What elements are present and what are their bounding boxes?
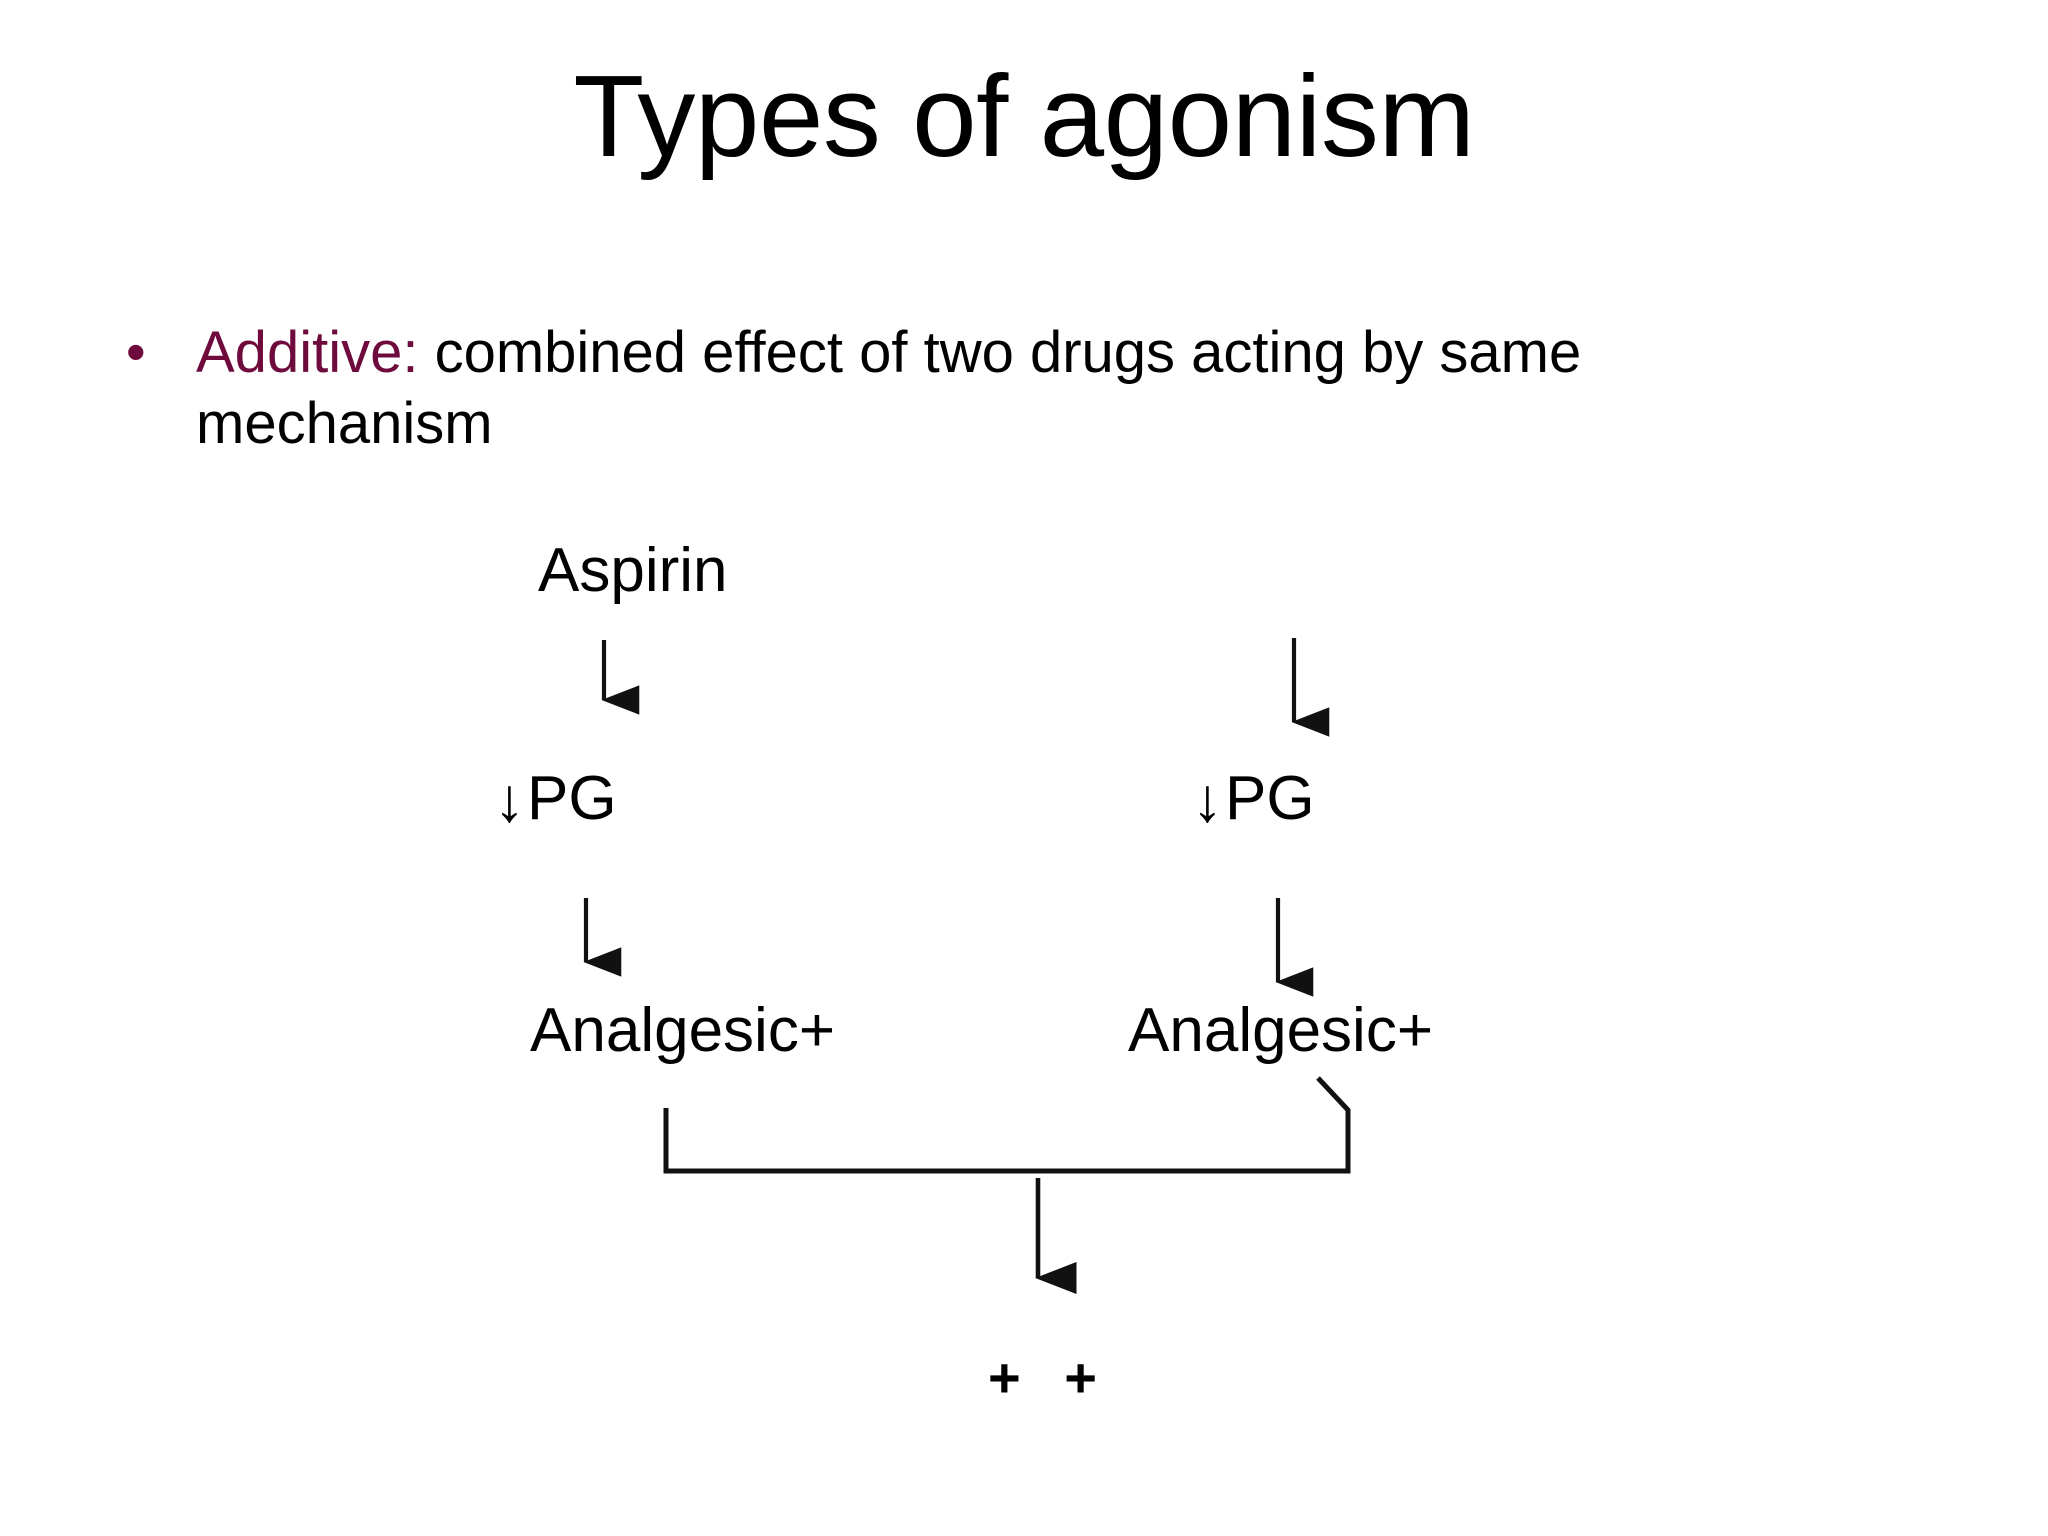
down-arrow-icon: ↓ — [1192, 766, 1223, 835]
bullet-marker-icon: • — [126, 320, 146, 383]
node-label-pg-right: ↓PG — [1192, 766, 1315, 835]
node-label-pg-left-text: PG — [527, 764, 617, 833]
node-label-aspirin: Aspirin — [538, 536, 728, 605]
down-arrow-icon: ↓ — [494, 766, 525, 835]
bullet-list-item: • Additive: combined effect of two drugs… — [118, 318, 1948, 460]
node-label-pg-left: ↓PG — [494, 766, 617, 835]
bullet-keyword: Additive: — [196, 320, 419, 385]
bracket-connector — [663, 1076, 1351, 1174]
page-title: Types of agonism — [573, 51, 1475, 181]
bullet-body: combined effect of two drugs acting by s… — [196, 320, 1582, 456]
bullet-text: Additive: combined effect of two drugs a… — [196, 318, 1826, 460]
node-label-analgesic-right: Analgesic+ — [1128, 996, 1434, 1065]
node-label-analgesic-left: Analgesic+ — [530, 996, 836, 1065]
node-label-result: + + — [988, 1346, 1111, 1409]
node-label-pg-right-text: PG — [1225, 764, 1315, 833]
